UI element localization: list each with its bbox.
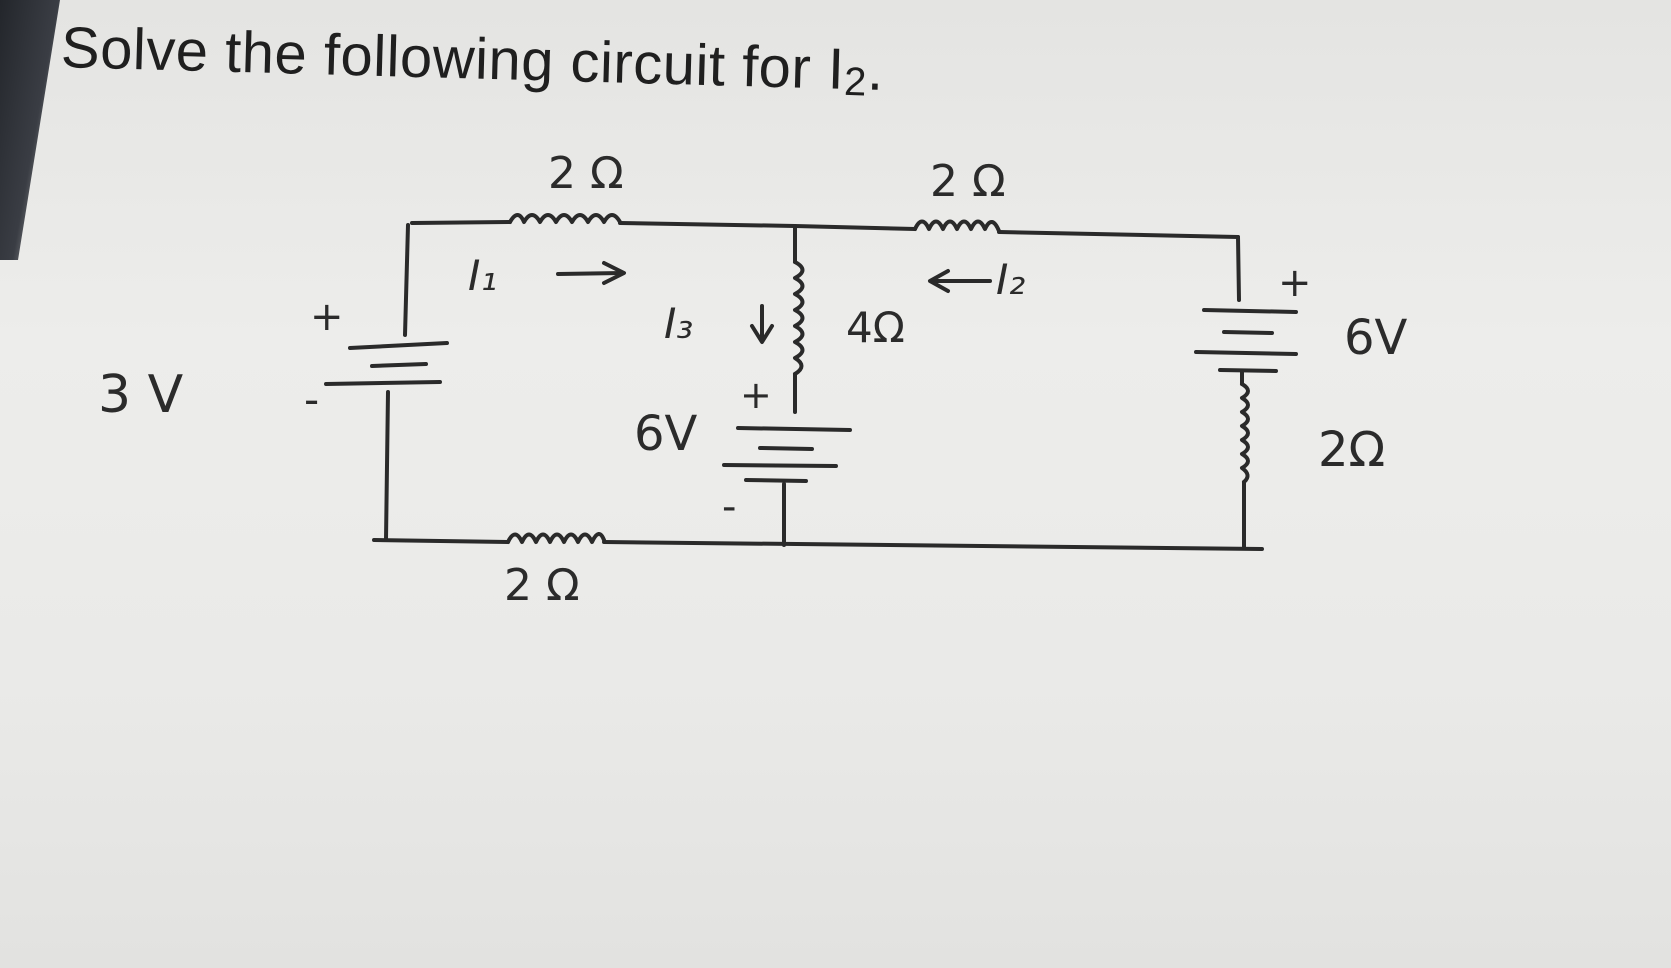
label-resistor-bottom: 2 Ω — [504, 560, 580, 611]
battery-middle-short-plate-2 — [744, 478, 808, 483]
label-source-left-voltage: 3 V — [98, 365, 184, 425]
resistor-bottom-zigzag — [506, 532, 606, 544]
label-resistor-middle: 4Ω — [846, 303, 905, 352]
label-source-left-plus: + — [310, 294, 344, 340]
wire-left-upper — [403, 223, 410, 337]
label-source-middle-voltage: 6V — [634, 406, 698, 462]
label-current-i1: I₁ — [468, 251, 497, 300]
wire-top-middle — [618, 221, 917, 231]
arrow-i1-shaft — [556, 271, 624, 276]
label-resistor-top-right: 2 Ω — [930, 156, 1006, 207]
arrow-i3-head — [750, 324, 774, 344]
wire-top-right — [997, 230, 1240, 239]
arrow-i1-head — [602, 261, 626, 285]
battery-right-long-plate — [1202, 308, 1298, 314]
label-source-middle-plus: + — [740, 373, 772, 417]
label-resistor-right: 2Ω — [1318, 422, 1385, 478]
label-source-left-minus: - — [304, 375, 319, 424]
battery-left-long-plate — [348, 341, 449, 350]
battery-right-short-plate — [1222, 330, 1274, 335]
label-current-i3: I₃ — [664, 299, 693, 348]
wire-right-top — [1236, 235, 1241, 302]
arrow-i2-head — [928, 269, 950, 293]
resistor-right-zigzag — [1240, 382, 1250, 484]
label-source-middle-minus: - — [722, 484, 736, 530]
resistor-middle-zigzag — [793, 260, 805, 376]
battery-right-short-plate-2 — [1218, 368, 1278, 373]
resistor-top-right-zigzag — [913, 219, 1001, 233]
label-source-right-plus: + — [1278, 260, 1312, 306]
label-source-right-voltage: 6V — [1344, 310, 1408, 366]
wire-left-lower — [384, 390, 390, 542]
wire-bottom-right — [602, 540, 1264, 551]
battery-left-short-plate — [370, 362, 428, 368]
wire-top-left — [410, 220, 512, 225]
battery-middle-short-plate — [758, 446, 814, 451]
wire-bottom-left — [372, 538, 510, 544]
resistor-top-left-zigzag — [508, 213, 622, 224]
battery-middle-long-plate — [736, 426, 852, 432]
label-current-i2: I₂ — [996, 255, 1025, 304]
label-resistor-top-left: 2 Ω — [548, 148, 624, 199]
battery-right-long-plate-2 — [1194, 350, 1298, 356]
battery-middle-long-plate-2 — [722, 463, 838, 468]
battery-left-long-plate-2 — [324, 380, 442, 386]
